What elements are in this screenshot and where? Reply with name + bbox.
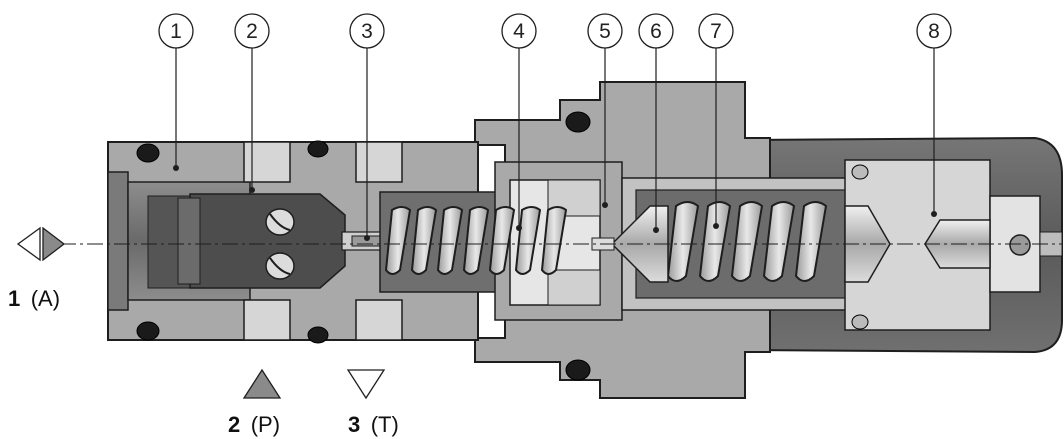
port-p-symbol-icon — [242, 368, 282, 399]
seals — [136, 111, 869, 381]
callout-7-label: 7 — [710, 20, 722, 43]
port-t-number: 3 — [348, 412, 360, 437]
callout-6: 6 — [638, 13, 674, 49]
callout-8: 8 — [916, 13, 952, 49]
port-a-letter: (A) — [31, 286, 60, 311]
port-t-symbol-icon — [346, 369, 386, 400]
pilot-spring — [666, 201, 828, 282]
callout-6-label: 6 — [650, 20, 662, 43]
port-a-label: 1 (A) — [8, 286, 60, 311]
port-p-letter: (P) — [251, 412, 280, 437]
callout-dots — [173, 165, 937, 241]
port-a-number: 1 — [8, 286, 20, 311]
callout-3-label: 3 — [361, 20, 373, 43]
main-spring — [384, 206, 568, 275]
callout-2-label: 2 — [246, 20, 258, 43]
pilot-poppet — [591, 205, 991, 283]
port-p-number: 2 — [228, 412, 240, 437]
callout-8-label: 8 — [928, 20, 940, 43]
port-p-label: 2 (P) — [228, 412, 280, 437]
port-t-label: 3 (T) — [348, 412, 399, 437]
callout-leaders — [175, 48, 935, 238]
callout-1-label: 1 — [170, 20, 182, 43]
callout-3: 3 — [349, 13, 385, 49]
callout-4: 4 — [501, 13, 537, 49]
callout-5: 5 — [587, 13, 623, 49]
callout-7: 7 — [698, 13, 734, 49]
callout-1: 1 — [158, 13, 194, 49]
callout-2: 2 — [234, 13, 270, 49]
callout-4-label: 4 — [513, 20, 525, 43]
callout-5-label: 5 — [599, 20, 611, 43]
port-a-symbol-icon — [16, 226, 66, 262]
port-t-letter: (T) — [371, 412, 399, 437]
